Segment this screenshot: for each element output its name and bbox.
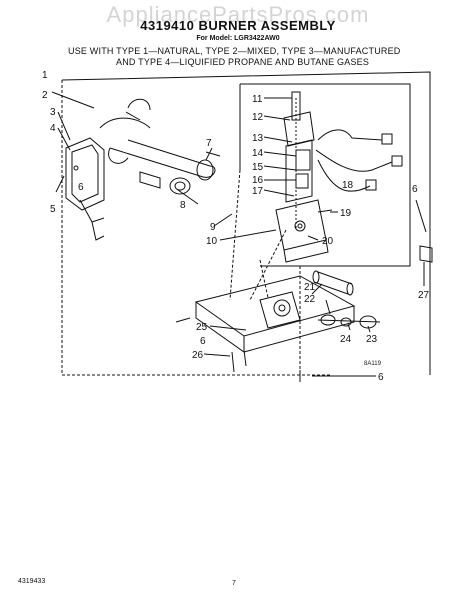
callout-labels: 1 2 3 4 5 6 7 8 9 10 11 12 13 14 15 16 1… (42, 70, 430, 383)
callout-5: 5 (50, 204, 56, 215)
callout-19: 19 (340, 208, 352, 219)
callout-22: 22 (304, 294, 316, 305)
callout-11: 11 (252, 94, 263, 105)
callout-14: 14 (252, 148, 264, 159)
diagram-title: 4319410 BURNER ASSEMBLY (140, 18, 336, 33)
usage-line-1: USE WITH TYPE 1—NATURAL, TYPE 2—MIXED, T… (68, 46, 401, 56)
usage-line-2: AND TYPE 4—LIQUIFIED PROPANE AND BUTANE … (116, 57, 370, 67)
callout-4: 4 (50, 123, 56, 134)
callout-7: 7 (206, 138, 212, 149)
callout-13: 13 (252, 133, 264, 144)
watermark-text: AppliancePartsPros.com (106, 2, 370, 27)
callout-16: 16 (252, 175, 264, 186)
callout-20: 20 (322, 236, 334, 247)
callout-9: 9 (210, 222, 216, 233)
model-number: For Model: LGR3422AW0 (196, 35, 280, 42)
callout-18: 18 (342, 180, 354, 191)
callout-21: 21 (304, 282, 316, 293)
drawing-code: 8A119 (364, 361, 382, 367)
callout-8: 8 (180, 200, 186, 211)
callout-3: 3 (50, 107, 56, 118)
callout-17: 17 (252, 186, 264, 197)
callout-25: 25 (196, 322, 208, 333)
callout-26: 26 (192, 350, 204, 361)
callout-6-right: 6 (412, 184, 418, 195)
callout-27: 27 (418, 290, 430, 301)
callout-1: 1 (42, 70, 48, 81)
callout-23: 23 (366, 334, 378, 345)
page-number: 7 (232, 580, 236, 587)
callout-6-bottom: 6 (378, 372, 384, 383)
callout-6-lower: 6 (200, 336, 206, 347)
callout-2: 2 (42, 90, 48, 101)
callout-10: 10 (206, 236, 218, 247)
callout-6-left: 6 (78, 182, 84, 193)
callout-12: 12 (252, 112, 264, 123)
document-number: 4319433 (18, 578, 46, 585)
callout-24: 24 (340, 334, 352, 345)
callout-15: 15 (252, 162, 264, 173)
